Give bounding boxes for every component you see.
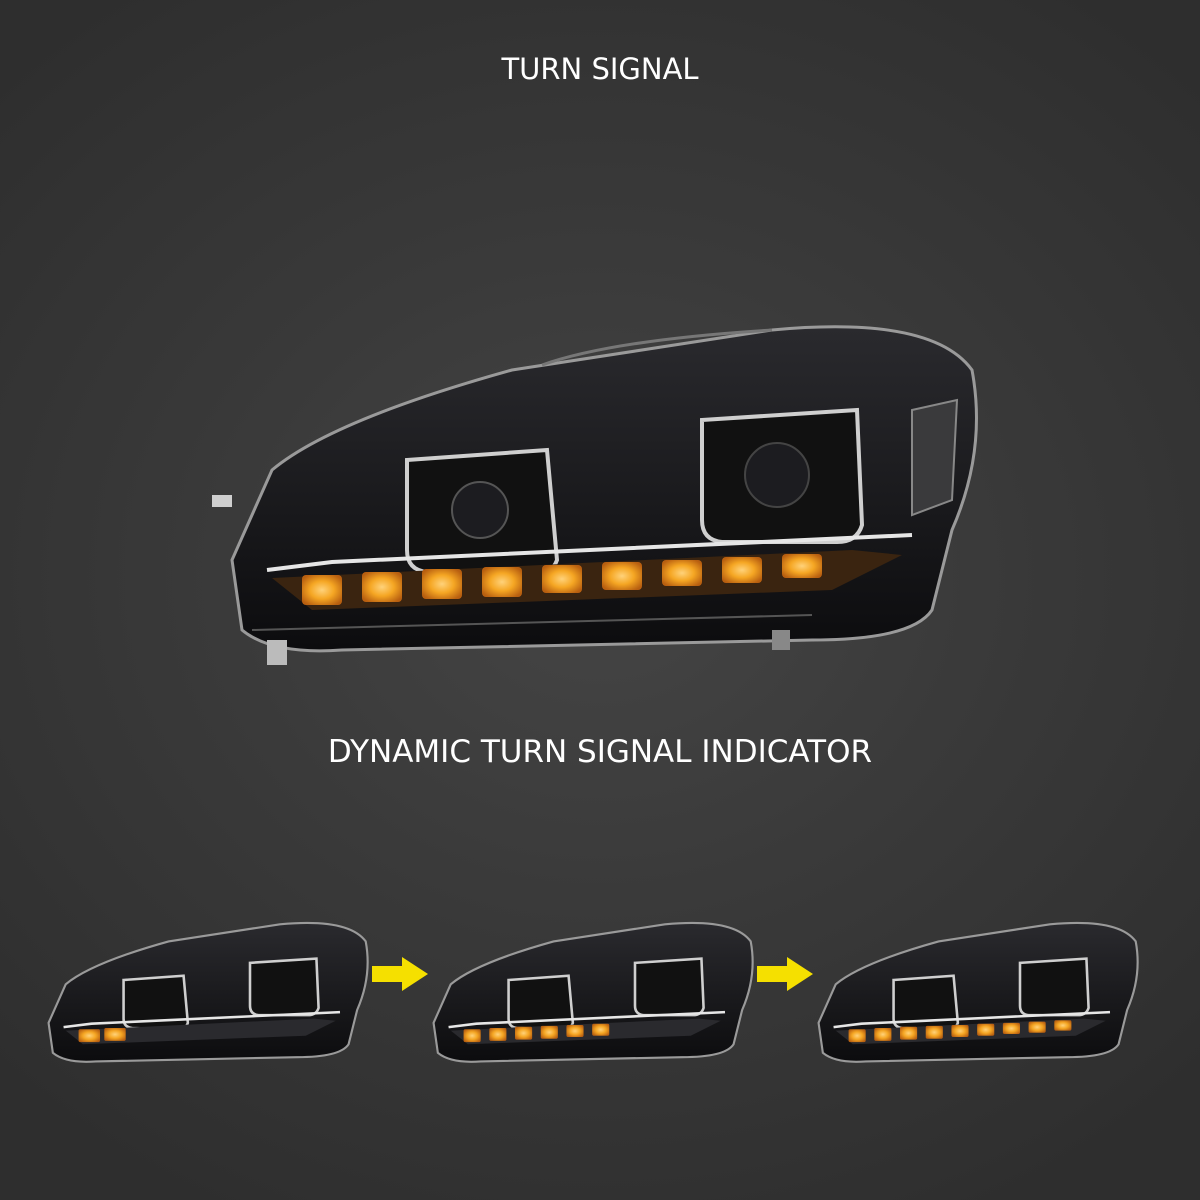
sequence-frame-1 [40, 915, 370, 1075]
sequence-frame-3 [810, 915, 1140, 1075]
headlight-icon [212, 325, 978, 665]
turn-signal-heading: TURN SIGNAL [501, 52, 699, 86]
dynamic-turn-signal-heading: DYNAMIC TURN SIGNAL INDICATOR [327, 734, 873, 770]
arrow-right-icon [370, 955, 430, 993]
sequence-frame-2 [425, 915, 755, 1075]
main-headlight-image [212, 310, 982, 680]
arrow-right-icon [755, 955, 815, 993]
